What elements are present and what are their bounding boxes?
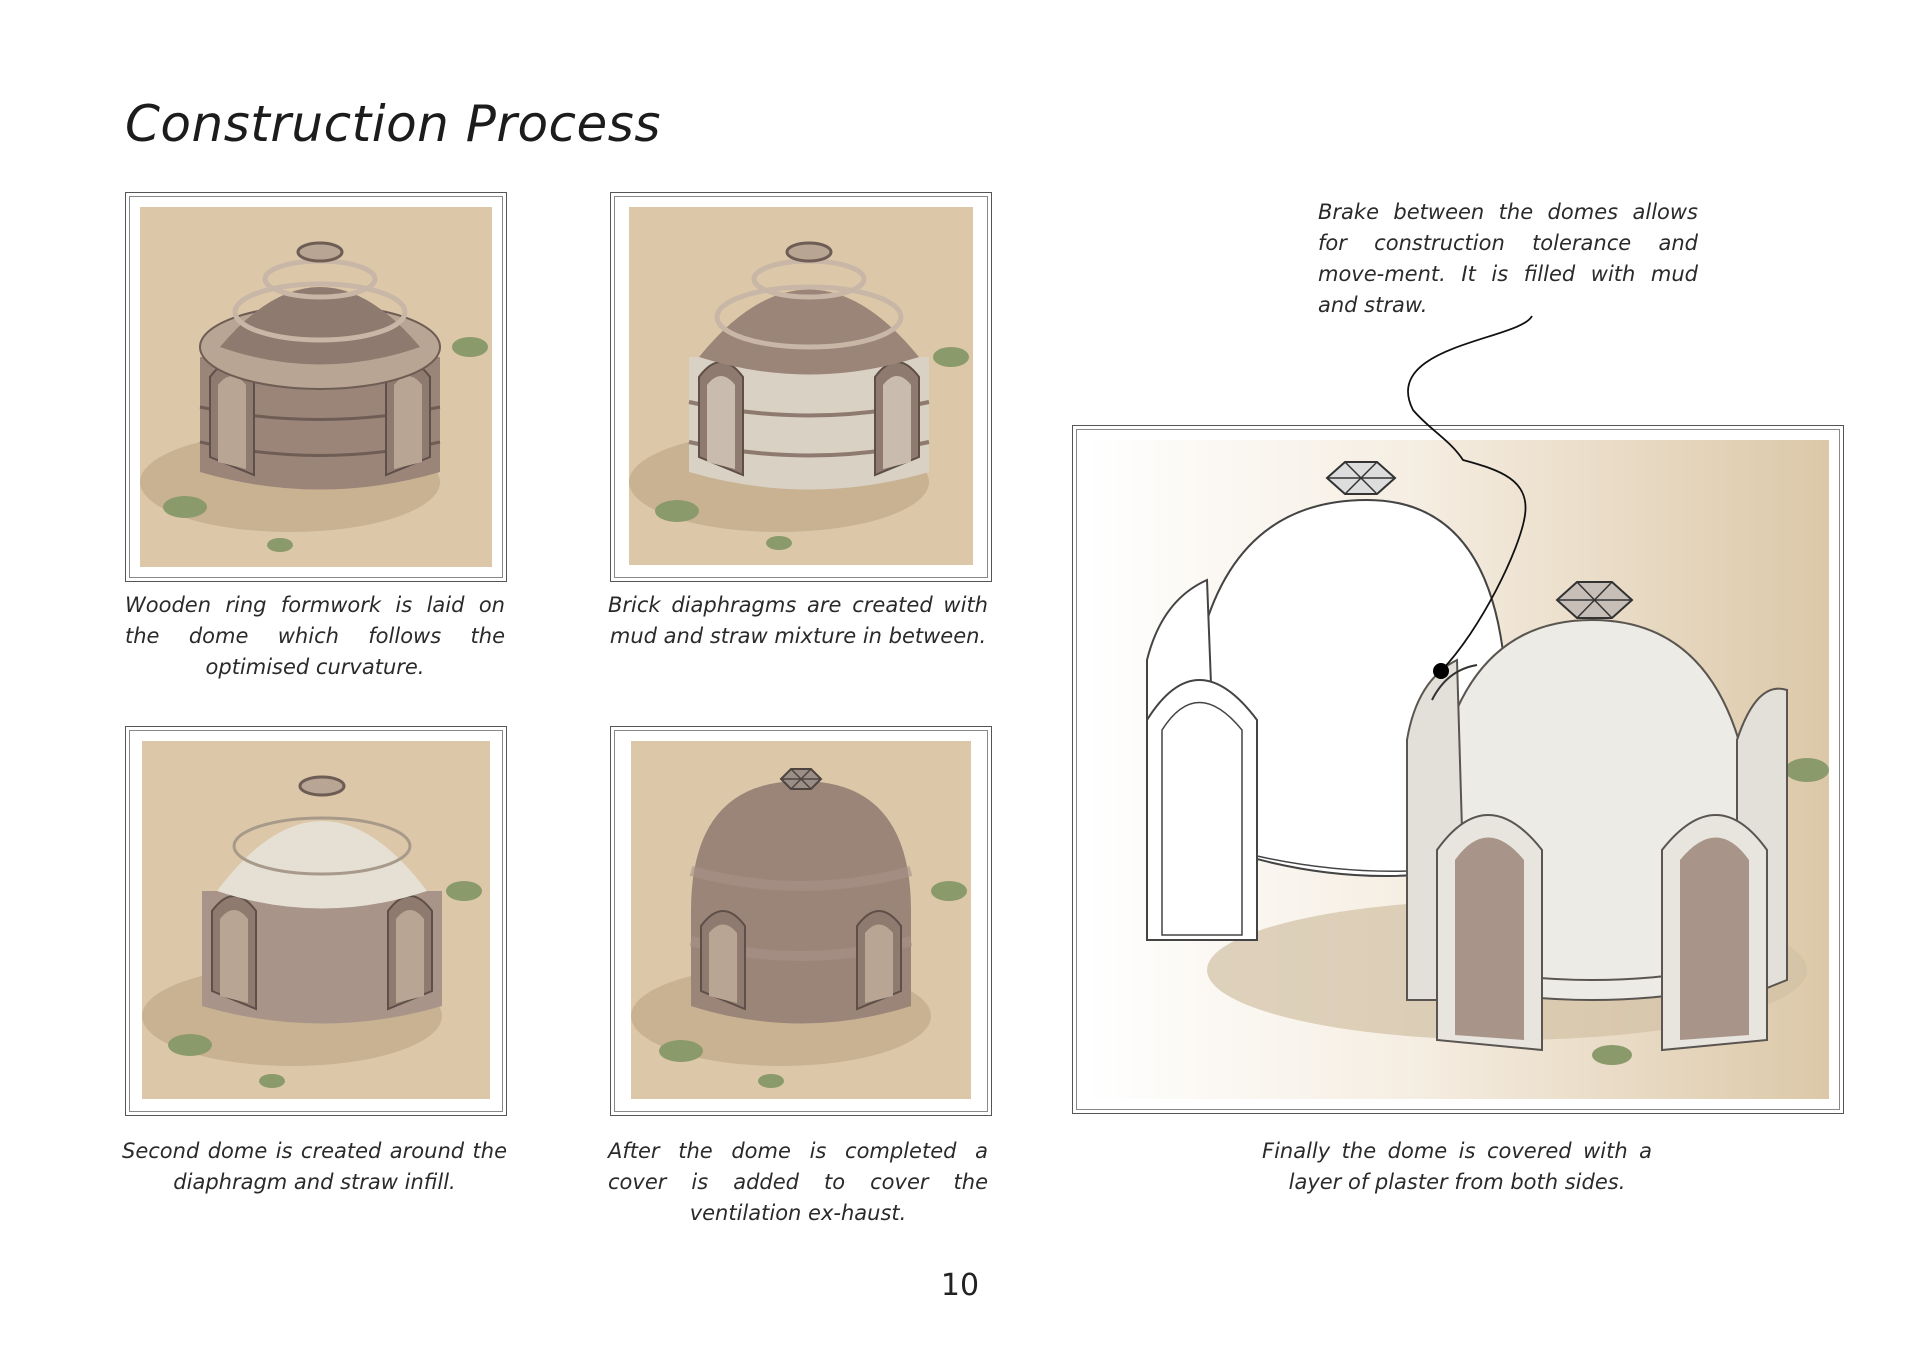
step-3-caption: Second dome is created around the diaphr… (122, 1139, 507, 1194)
step-1-caption: Wooden ring formwork is laid on the dome… (125, 593, 505, 679)
step-2-dome-illustration (629, 207, 973, 565)
step-4-image-frame (610, 726, 992, 1116)
page-number: 10 (940, 1268, 980, 1303)
step-1-dome-illustration (140, 207, 492, 567)
step-4-caption: After the dome is completed a cover is a… (608, 1139, 988, 1225)
step-5-caption: Finally the dome is covered with a layer… (1262, 1139, 1652, 1194)
dome-gap-annotation: Brake between the domes allows for const… (1318, 200, 1698, 317)
step-2-caption: Brick diaphragms are created with mud an… (608, 593, 988, 648)
step-5-dome-illustration (1087, 440, 1829, 1099)
step-3-image-frame (125, 726, 507, 1116)
step-4-dome-illustration (631, 741, 971, 1099)
step-5-image-frame (1072, 425, 1844, 1114)
step-1-image-frame (125, 192, 507, 582)
step-2-image-frame (610, 192, 992, 582)
page-title: Construction Process (125, 95, 661, 153)
step-3-dome-illustration (142, 741, 490, 1099)
